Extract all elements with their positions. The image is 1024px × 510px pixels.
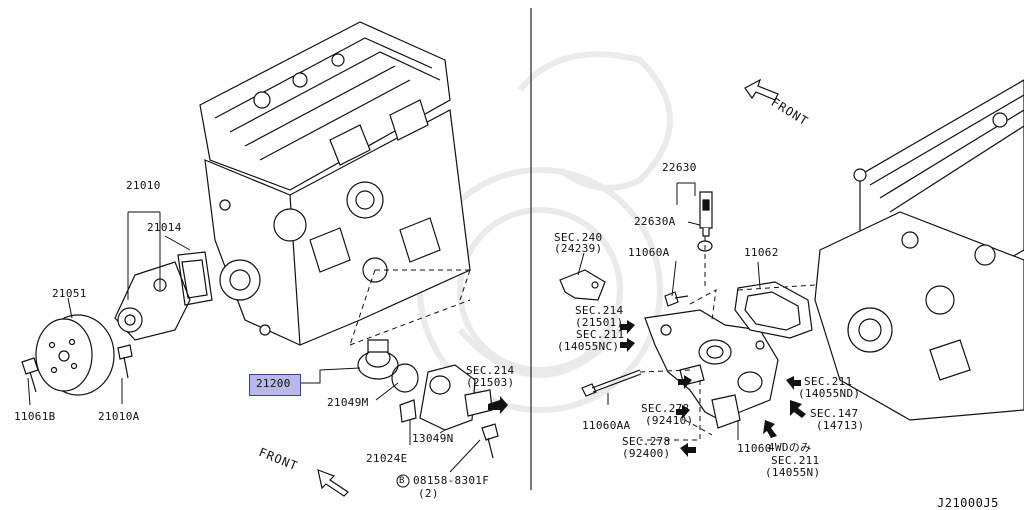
part-label-08158-8301f[interactable]: 08158-8301F — [413, 474, 490, 487]
part-label-21010a[interactable]: 21010A — [98, 410, 140, 423]
part-label-11060[interactable]: 11060 — [737, 442, 772, 455]
guide-lines-right — [639, 236, 816, 441]
front-arrow-right — [744, 78, 779, 101]
part-label-22630[interactable]: 22630 — [662, 161, 697, 174]
part-label-21014[interactable]: 21014 — [147, 221, 182, 234]
section-link-214-21501[interactable]: SEC.214 — [575, 304, 624, 317]
section-link-278-92410[interactable]: SEC.278 — [641, 402, 690, 415]
part-label-11062[interactable]: 11062 — [744, 246, 779, 259]
diagram-code: J21000J5 — [937, 496, 999, 510]
part-label-22630a[interactable]: 22630A — [634, 215, 676, 228]
long-bolt — [581, 369, 642, 397]
temperature-sensor — [697, 191, 713, 252]
part-label-21200[interactable]: 21200 — [256, 377, 291, 390]
part-label-11061b[interactable]: 11061B — [14, 410, 56, 423]
engine-block-right — [814, 79, 1024, 421]
section-ref-21501: (21501) — [575, 316, 624, 329]
water-pump-assembly — [114, 251, 213, 341]
section-ref-92410: (92410) — [645, 414, 694, 427]
section-arrows-right — [620, 320, 806, 457]
bracket-part — [559, 269, 606, 301]
section-ref-14055nd: (14055ND) — [798, 387, 861, 400]
section-link-211-14055nc[interactable]: SEC.211 — [576, 328, 625, 341]
bolt-11060a — [664, 291, 689, 307]
bolt-symbol-circle — [396, 474, 410, 488]
part-label-21051[interactable]: 21051 — [52, 287, 87, 300]
highlighted-part-box[interactable] — [249, 374, 301, 396]
section-ref-14713: (14713) — [816, 419, 865, 432]
section-ref-92400: (92400) — [622, 447, 671, 460]
section-ref-24239: (24239) — [554, 242, 603, 255]
section-link-214-21503[interactable]: SEC.214 — [466, 364, 515, 377]
part-label-21010[interactable]: 21010 — [126, 179, 161, 192]
bolts-left — [21, 344, 133, 393]
thermostat-parts — [357, 339, 499, 459]
water-pump-pulley — [35, 314, 115, 396]
front-arrow-left — [317, 469, 349, 497]
section-ref-14055nc: (14055NC) — [557, 340, 620, 353]
leader-lines-left — [27, 211, 481, 473]
section-link-211-14055n[interactable]: SEC.211 — [771, 454, 820, 467]
bolt-prefix-symbol: B — [399, 476, 405, 486]
part-label-11060a[interactable]: 11060A — [628, 246, 670, 259]
water-outlet-housing — [644, 309, 779, 429]
engine-block-left — [199, 21, 471, 346]
section-arrows-left — [488, 396, 508, 414]
guide-lines-left — [349, 269, 471, 346]
part-label-21049m[interactable]: 21049M — [327, 396, 369, 409]
leader-lines-right — [577, 182, 761, 440]
section-link-147-14713[interactable]: SEC.147 — [810, 407, 859, 420]
section-link-278-92400[interactable]: SEC.278 — [622, 435, 671, 448]
bolt-quantity: (2) — [418, 487, 439, 500]
part-label-13049n[interactable]: 13049N — [412, 432, 454, 445]
section-ref-21503: (21503) — [466, 376, 515, 389]
part-label-21024e[interactable]: 21024E — [366, 452, 408, 465]
section-link-211-14055nd[interactable]: SEC.211 — [804, 375, 853, 388]
note-4wd-only: 4WDのみ — [768, 441, 812, 454]
part-label-11060aa[interactable]: 11060AA — [582, 419, 631, 432]
section-ref-14055n: (14055N) — [765, 466, 821, 479]
gasket-11062 — [734, 281, 813, 339]
section-link-240-24239[interactable]: SEC.240 — [554, 231, 603, 244]
